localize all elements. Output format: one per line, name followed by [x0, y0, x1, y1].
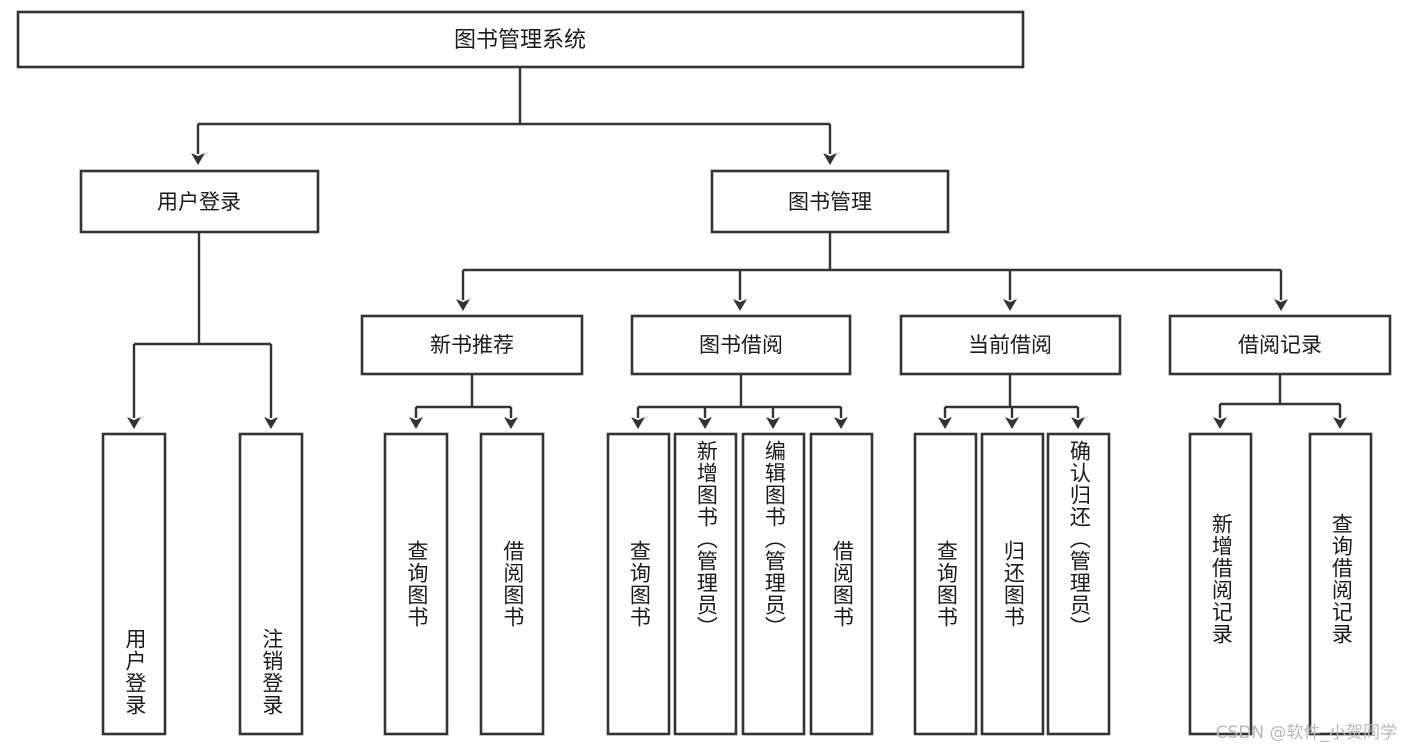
- node-root-box[interactable]: [16, 10, 1025, 69]
- node-user-login-label: 用户登录: [157, 190, 241, 214]
- node-new-book-recommend[interactable]: 新书推荐: [360, 314, 584, 376]
- node-book-borrow-label: 图书借阅: [699, 333, 783, 357]
- node-current-borrow-box[interactable]: [899, 314, 1122, 376]
- node-book-borrow[interactable]: 图书借阅: [630, 314, 852, 376]
- node-borrow-record-label: 借阅记录: [1238, 333, 1322, 357]
- leaf-box-book-borrow-1[interactable]: [606, 432, 671, 736]
- node-borrow-record[interactable]: 借阅记录: [1168, 314, 1392, 376]
- node-book-borrow-box[interactable]: [630, 314, 852, 376]
- node-borrow-record-box[interactable]: [1168, 314, 1392, 376]
- leaf-box-book-borrow-3[interactable]: [741, 432, 806, 736]
- leaf-box-user-login-1[interactable]: [101, 432, 167, 736]
- leaf-box-user-login-2[interactable]: [238, 432, 304, 736]
- node-current-borrow-label: 当前借阅: [968, 333, 1052, 357]
- node-current-borrow[interactable]: 当前借阅: [899, 314, 1122, 376]
- leaf-box-book-borrow-2[interactable]: [673, 432, 738, 736]
- node-book-manage-label: 图书管理: [788, 190, 872, 214]
- leaf-box-current-borrow-1[interactable]: [913, 432, 978, 736]
- leaf-box-borrow-record-2[interactable]: [1308, 432, 1373, 736]
- node-book-manage[interactable]: 图书管理: [710, 169, 950, 234]
- leaf-box-current-borrow-2[interactable]: [980, 432, 1045, 736]
- leaf-box-book-borrow-4[interactable]: [809, 432, 874, 736]
- leaf-box-borrow-record-1[interactable]: [1188, 432, 1253, 736]
- node-new-book-recommend-box[interactable]: [360, 314, 584, 376]
- node-root-label: 图书管理系统: [454, 28, 586, 53]
- node-new-book-recommend-label: 新书推荐: [430, 333, 514, 357]
- leaf-box-new-book-2[interactable]: [479, 432, 545, 736]
- leaf-box-new-book-1[interactable]: [383, 432, 449, 736]
- node-root[interactable]: 图书管理系统: [16, 10, 1025, 69]
- leaf-box-current-borrow-3[interactable]: [1046, 432, 1111, 736]
- node-user-login[interactable]: 用户登录: [79, 169, 320, 234]
- node-book-manage-box[interactable]: [710, 169, 950, 234]
